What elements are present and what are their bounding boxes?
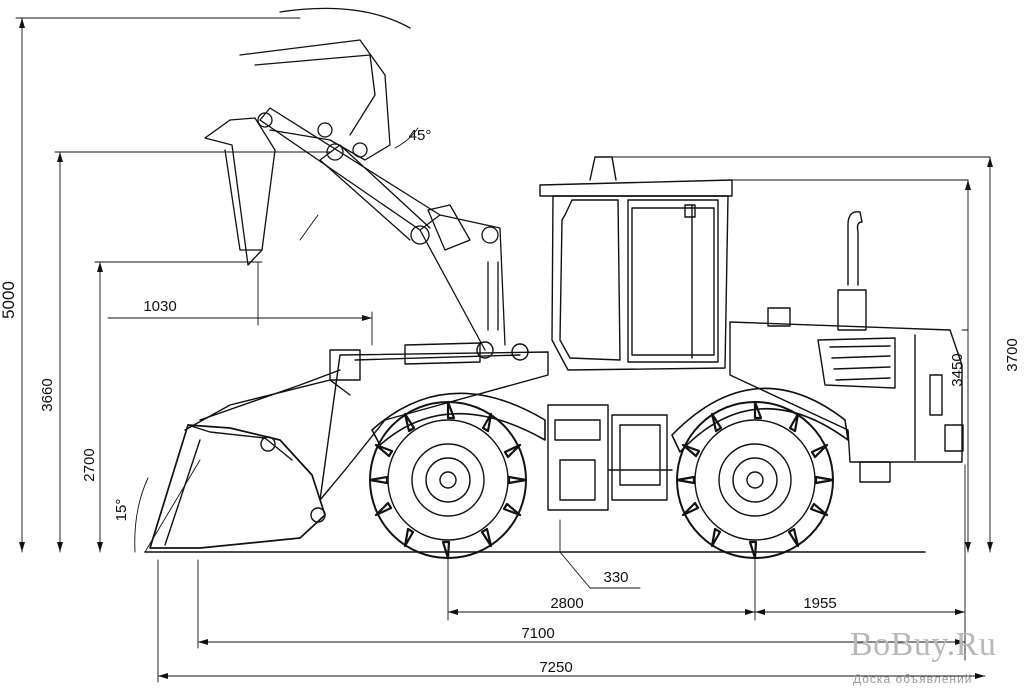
dimension-lines: [15, 17, 991, 683]
dim-ground-clearance: 330: [603, 569, 628, 586]
dim-dump-height: 2700: [81, 448, 98, 481]
dimension-arrows: [19, 18, 993, 679]
dim-wheelbase: 2800: [550, 595, 583, 612]
front-wheel: [368, 400, 528, 560]
bucket-lowered: [149, 369, 351, 549]
watermark-subtitle: Доска объявлений: [853, 672, 973, 686]
front-fender: [371, 392, 546, 446]
bucket-raised: [204, 7, 411, 266]
dim-reach: 1030: [143, 298, 176, 315]
exhaust-pipe: [767, 211, 867, 331]
cab: [539, 156, 733, 371]
dim-overall-length: 7250: [539, 659, 572, 676]
lift-arm-raised: [257, 107, 506, 351]
dim-dump-angle: 45°: [409, 127, 432, 144]
dim-length-no-bucket: 7100: [521, 625, 554, 642]
dim-rear-overhang: 1955: [803, 595, 836, 612]
dim-overall-height: 3700: [1004, 338, 1021, 371]
watermark-logo: BoBuy.Ru: [850, 626, 997, 663]
engine-hood: [729, 321, 964, 483]
center-frame: [547, 404, 673, 511]
dim-total-height: 5000: [0, 281, 18, 319]
dim-cab-height: 3450: [949, 353, 966, 386]
dim-rollback-angle: 15°: [113, 499, 130, 522]
dim-lift-height: 3660: [39, 378, 56, 411]
rear-wheel: [675, 400, 835, 560]
